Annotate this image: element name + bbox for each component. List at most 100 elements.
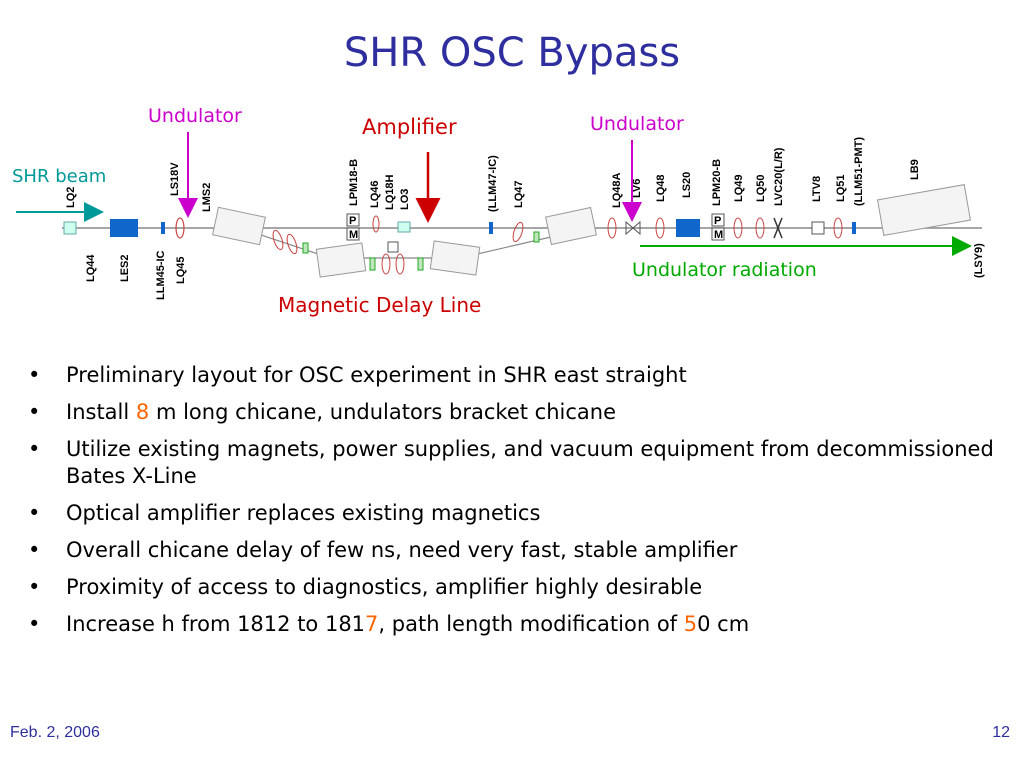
bullet-dot: • — [28, 363, 41, 387]
element-labels-top: LQ2 LS18V LMS2 LPM18-B LQ46 LQ18H LO3 (L… — [65, 137, 921, 212]
highlight-text: 7 — [365, 612, 379, 636]
chicane-dipole-3 — [544, 206, 598, 246]
chicane-path — [239, 227, 591, 259]
svg-text:LS20: LS20 — [681, 172, 693, 198]
ltv8-element — [811, 221, 825, 235]
svg-text:(LLM51-PMT): (LLM51-PMT) — [853, 137, 865, 206]
bullet-text: m long chicane, undulators bracket chica… — [149, 400, 617, 424]
svg-text:LPM20-B: LPM20-B — [711, 159, 723, 206]
svg-text:LS18V: LS18V — [169, 162, 181, 196]
ls20-magnet — [676, 219, 700, 237]
bullet-dot: • — [28, 575, 41, 599]
svg-text:LTV8: LTV8 — [811, 176, 823, 202]
highlight-text: 5 — [683, 612, 698, 636]
bullet-item: • Increase h from 1812 to 1817, path leng… — [28, 611, 1008, 638]
svg-text:P: P — [714, 215, 721, 227]
svg-text:LQ51: LQ51 — [835, 174, 847, 202]
bullet-dot: • — [28, 437, 41, 461]
bullet-item: • Optical amplifier replaces existing mag… — [28, 500, 1008, 527]
lllm47-marker — [489, 222, 493, 234]
lq45-quad — [175, 217, 185, 239]
svg-text:LQ47: LQ47 — [513, 180, 525, 208]
chicane-quad-4 — [395, 253, 405, 275]
svg-text:LES2: LES2 — [119, 254, 131, 282]
bullet-dot: • — [28, 612, 41, 636]
chicane-sext-2 — [369, 257, 376, 271]
svg-text:LQ50: LQ50 — [755, 174, 767, 202]
svg-text:LQ2: LQ2 — [65, 187, 77, 208]
svg-text:M: M — [349, 229, 358, 241]
chicane-sext-4 — [533, 231, 540, 243]
bullet-item: • Proximity of access to diagnostics, amp… — [28, 574, 1008, 601]
lq47-quad — [512, 221, 524, 243]
undulator-radiation-label: Undulator radiation — [632, 259, 817, 281]
svg-text:LVC20(L/R): LVC20(L/R) — [773, 147, 785, 206]
bullet-item: • Utilize existing magnets, power supplie… — [28, 436, 1008, 490]
lb9-dipole — [876, 184, 972, 236]
lq46-quad — [372, 215, 380, 233]
bullet-text: Preliminary layout for OSC experiment in… — [66, 363, 687, 387]
svg-text:M: M — [714, 229, 723, 241]
chicane-dipole-2 — [429, 240, 481, 276]
bullet-list: • Preliminary layout for OSC experiment i… — [28, 362, 1008, 648]
bullet-dot: • — [28, 400, 41, 424]
lq18h-element — [387, 241, 399, 253]
svg-text:LMS2: LMS2 — [201, 183, 213, 212]
bullet-text: Optical amplifier replaces existing magn… — [66, 501, 541, 525]
ls18v-marker — [161, 222, 165, 234]
lv6-valve — [625, 220, 641, 236]
lq48-quad — [655, 217, 665, 239]
bullet-item: • Overall chicane delay of few ns, need v… — [28, 537, 1008, 564]
svg-text:LQ48: LQ48 — [655, 174, 667, 202]
lpm20b-monitor — [711, 213, 725, 227]
bullet-text: 0 cm — [697, 612, 750, 636]
chicane-quad-2 — [286, 233, 298, 255]
highlight-text: 8 — [135, 400, 150, 424]
lo3-element — [397, 221, 411, 233]
bullet-dot: • — [28, 501, 41, 525]
bullet-text: Utilize existing magnets, power supplies… — [66, 437, 994, 488]
les2-magnet — [110, 219, 138, 237]
svg-text:LO3: LO3 — [399, 189, 411, 210]
lq49-quad — [733, 217, 743, 239]
lpm20b-monitor-lower — [711, 227, 725, 241]
chicane-quad-3 — [381, 253, 391, 275]
bullet-text: Install — [66, 400, 136, 424]
bullet-text: , path length modification of — [378, 612, 684, 636]
chicane-quad-1 — [272, 229, 284, 251]
svg-text:LQ48A: LQ48A — [611, 172, 623, 208]
svg-text:LB9: LB9 — [909, 159, 921, 180]
svg-text:(LLM47-IC): (LLM47-IC) — [487, 155, 499, 212]
svg-text:LQ45: LQ45 — [175, 256, 187, 284]
svg-text:LQ49: LQ49 — [733, 174, 745, 202]
lq50-quad — [755, 217, 765, 239]
bullet-text: Overall chicane delay of few ns, need ve… — [66, 538, 738, 562]
footer-date: Feb. 2, 2006 — [10, 724, 100, 741]
svg-text:LQ44: LQ44 — [85, 254, 97, 282]
element-labels-bottom: LQ44 LES2 LLM45-IC LQ45 (LSY9) — [85, 243, 985, 300]
llm51-marker — [852, 222, 856, 234]
svg-text:LQ18H: LQ18H — [384, 174, 396, 210]
lpm18b-monitor-lower — [346, 227, 360, 241]
magnetic-delay-line-label: Magnetic Delay Line — [278, 293, 481, 317]
undulator-left-label: Undulator — [148, 105, 242, 127]
page-number: 12 — [992, 724, 1010, 741]
lq48a-quad — [607, 217, 617, 239]
bullet-dot: • — [28, 538, 41, 562]
bullet-text: Increase h from 1812 to 181 — [66, 612, 366, 636]
undulator-right-label: Undulator — [590, 113, 684, 135]
svg-text:LPM18-B: LPM18-B — [348, 159, 360, 206]
chicane-sext-3 — [417, 257, 424, 271]
bullet-item: • Preliminary layout for OSC experiment i… — [28, 362, 1008, 389]
beamline-diagram: P M P M LQ2 LS18V LMS2 LPM18-B LQ46 LQ18… — [12, 105, 985, 317]
svg-text:P: P — [349, 215, 356, 227]
bullet-text: Proximity of access to diagnostics, ampl… — [66, 575, 703, 599]
slide-title: SHR OSC Bypass — [343, 30, 681, 76]
lq51-quad — [833, 217, 843, 239]
chicane-dipole-1 — [315, 242, 367, 278]
svg-text:LV6: LV6 — [631, 179, 643, 198]
amplifier-label: Amplifier — [362, 115, 457, 139]
svg-text:LLM45-IC: LLM45-IC — [155, 250, 167, 300]
shr-beam-label: SHR beam — [12, 166, 106, 187]
bullet-item: • Install 8 m long chicane, undulators br… — [28, 399, 1008, 426]
